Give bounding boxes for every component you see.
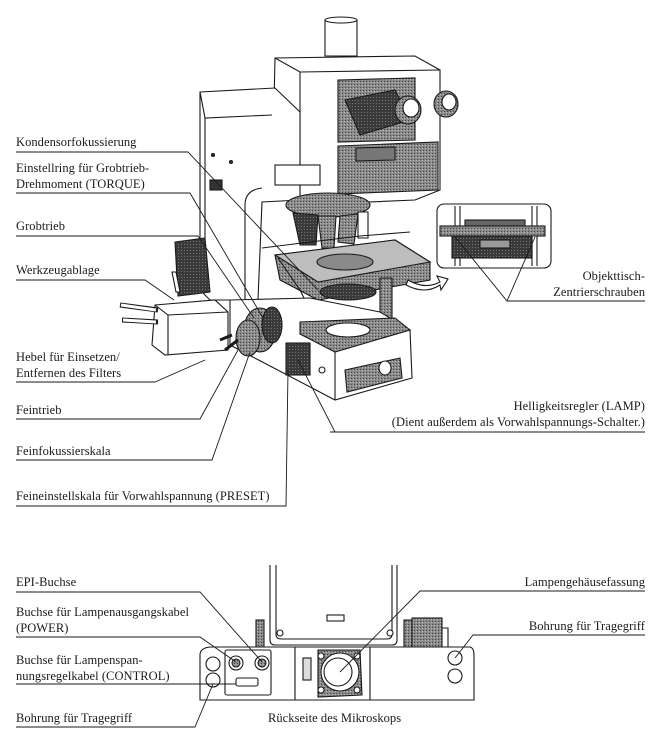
label-power-line1: Buchse für Lampenausgangskabel [16,605,189,619]
leader-preset [16,369,289,507]
leader-grobtrieb [16,235,255,319]
revolving-nosepiece [285,192,371,249]
label-werkzeugablage: Werkzeugablage [16,263,100,277]
leader-kondensor [16,151,319,291]
leader-hebel [16,359,206,383]
leader-torque [16,192,264,319]
label-lamp-line2: (Dient außerdem als Vorwahlspannungs-Sch… [391,415,645,429]
lamp-knob [285,342,311,376]
label-control-line1: Buchse für Lampenspan- [16,653,143,667]
label-hebel-line2: Entfernen des Filters [16,366,122,380]
microscope-rear-illustration [199,565,475,701]
stage-centering-inset [436,203,552,269]
label-feinfokussierskala: Feinfokussierskala [16,444,111,458]
leader-feintrieb [16,349,239,420]
rear-view-caption: Rückseite des Mikroskops [268,711,402,725]
leader-feinfokus [16,351,251,461]
label-torque-line2: Drehmoment (TORQUE) [16,177,145,191]
label-kondensorfokussierung: Kondensorfokussierung [16,135,137,149]
leader-power [16,636,237,663]
label-control-line2: nungsregelkabel (CONTROL) [16,669,170,683]
label-epi-buchse: EPI-Buchse [16,575,77,589]
label-feintrieb: Feintrieb [16,403,62,417]
leader-lines [16,151,645,728]
label-grobtrieb: Grobtrieb [16,219,66,233]
label-objekttisch-line1: Objekttisch- [582,269,645,283]
microscope-front-illustration [119,16,459,401]
epi-lamp-housing [119,237,239,356]
leader-epi [16,591,263,663]
leader-bohrung-left [16,683,214,728]
control-socket [235,677,259,687]
eyepieces [394,90,459,125]
leader-werkzeug [16,279,175,301]
label-power-line2: (POWER) [16,621,69,635]
label-lamp-line1: Helligkeitsregler (LAMP) [513,399,645,413]
label-torque-line1: Einstellring für Grobtrieb- [16,161,150,175]
leader-bohrung-right [454,634,645,659]
focus-knobs [235,306,283,357]
photo-tube [324,19,358,57]
rotation-arrow-icon [405,275,449,292]
label-bohrung-left: Bohrung für Tragegriff [16,711,133,725]
label-hebel-line1: Hebel für Einsetzen/ [16,350,120,364]
leader-lampenhaus [339,590,645,673]
label-lampengehaeusefassung: Lampengehäusefassung [524,575,645,589]
label-bohrung-right: Bohrung für Tragegriff [528,619,645,633]
condenser [319,283,377,301]
label-preset: Feineinstellskala für Vorwahlspannung (P… [16,489,270,503]
label-objekttisch-line2: Zentrierschrauben [553,285,645,299]
